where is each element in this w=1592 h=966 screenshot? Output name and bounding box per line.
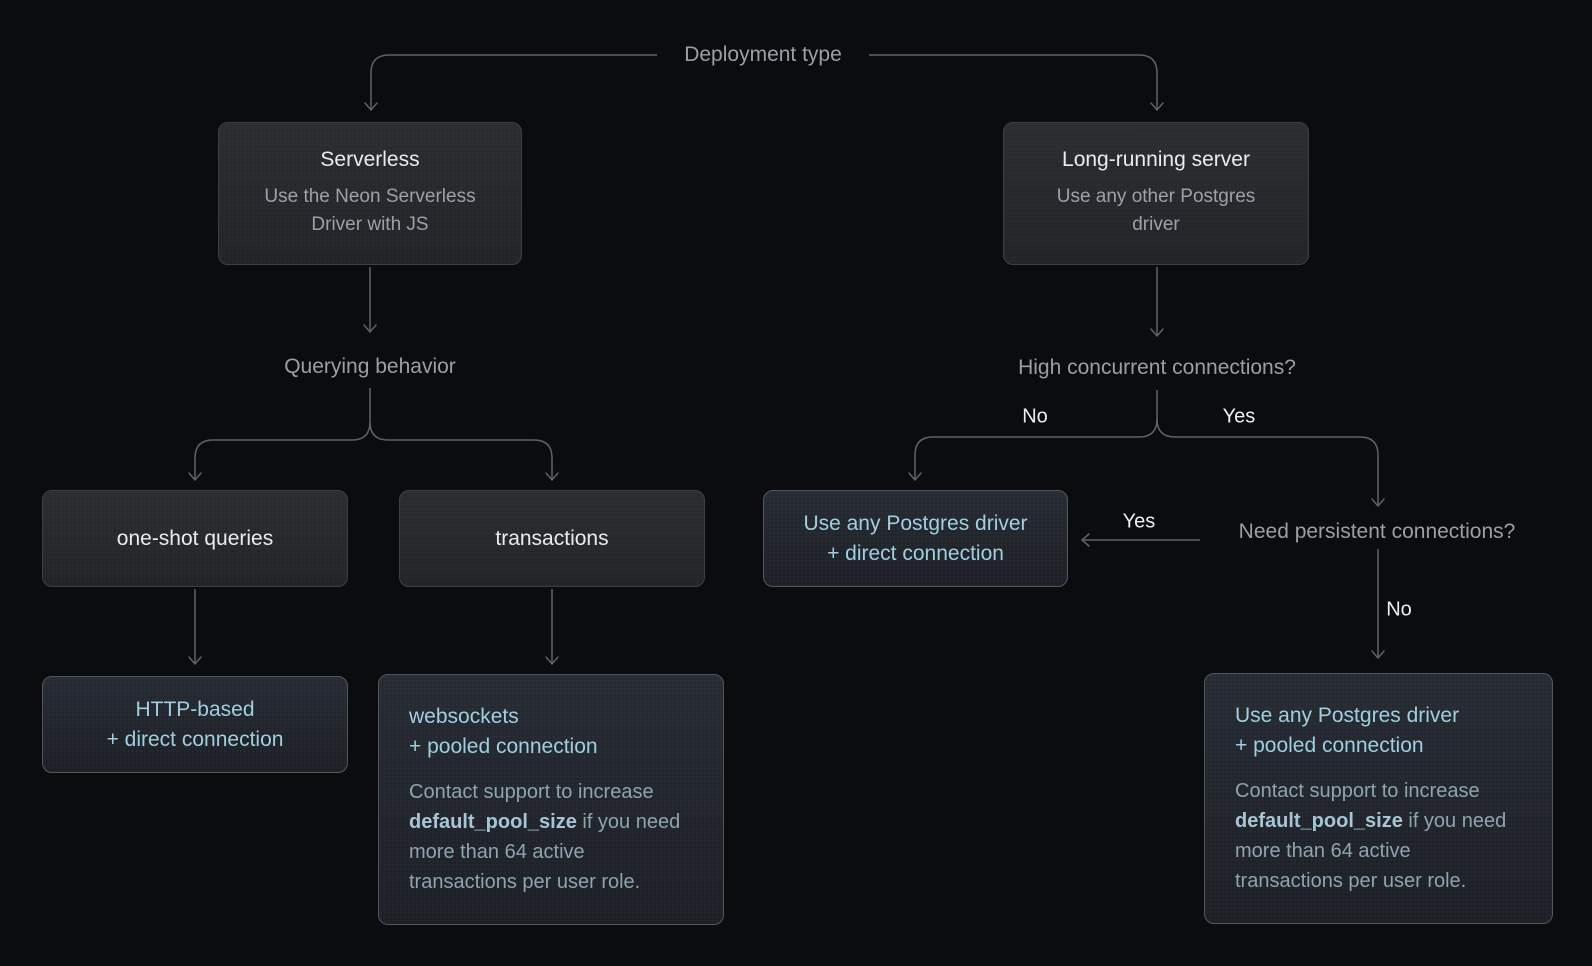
- root-label: Deployment type: [684, 43, 842, 66]
- edge-label-yes-persistent: Yes: [1122, 510, 1156, 533]
- node-any-driver-pooled-line1: Use any Postgres driver: [1235, 704, 1460, 727]
- edge-root-to-longrunning: [869, 54, 1164, 112]
- note-text-pre: Contact support to increase: [409, 781, 654, 803]
- note-text-post: if you need more than 64 active transact…: [409, 811, 681, 893]
- node-websockets-line2: + pooled connection: [409, 735, 598, 758]
- querying-behavior-label: Querying behavior: [284, 355, 456, 378]
- note-text-default-pool-size: default_pool_size: [1235, 810, 1403, 832]
- note-text-post: if you need more than 64 active transact…: [1235, 810, 1507, 892]
- node-serverless-title: Serverless: [320, 148, 420, 171]
- node-long-running-server: Long-running server Use any other Postgr…: [1003, 122, 1309, 265]
- node-one-shot-queries: one-shot queries: [42, 490, 348, 587]
- node-one-shot-title: one-shot queries: [116, 526, 274, 550]
- node-serverless-subtitle: Use the Neon Serverless Driver with JS: [264, 186, 476, 235]
- node-any-driver-pooled: Use any Postgres driver + pooled connect…: [1204, 673, 1553, 924]
- need-persistent-label: Need persistent connections?: [1238, 520, 1516, 543]
- node-websockets-pooled: websockets + pooled connection Contact s…: [378, 674, 724, 925]
- node-serverless: Serverless Use the Neon Serverless Drive…: [218, 122, 522, 265]
- node-transactions: transactions: [399, 490, 705, 587]
- node-websockets-note: Contact support to increase default_pool…: [409, 777, 693, 897]
- note-text-pre: Contact support to increase: [1235, 780, 1480, 802]
- high-concurrent-label: High concurrent connections?: [1018, 356, 1296, 379]
- node-http-direct-line1: HTTP-based: [135, 697, 255, 721]
- edge-concurrent-no-to-direct: [908, 390, 1158, 482]
- node-any-driver-direct-line1: Use any Postgres driver: [803, 511, 1028, 535]
- node-websockets-line1: websockets: [409, 705, 519, 728]
- node-any-driver-pooled-line2: + pooled connection: [1235, 734, 1424, 757]
- edge-querying-to-oneshot: [188, 388, 371, 482]
- edge-label-yes-concurrent: Yes: [1222, 405, 1256, 428]
- edge-label-no-concurrent: No: [1022, 405, 1048, 428]
- edge-root-to-serverless: [364, 54, 657, 112]
- edge-label-no-persistent: No: [1386, 598, 1412, 621]
- note-text-default-pool-size: default_pool_size: [409, 811, 577, 833]
- node-http-direct: HTTP-based + direct connection: [42, 676, 348, 773]
- node-long-running-title: Long-running server: [1062, 148, 1250, 171]
- node-long-running-subtitle: Use any other Postgres driver: [1056, 186, 1256, 235]
- node-transactions-title: transactions: [495, 526, 609, 550]
- node-any-driver-direct: Use any Postgres driver + direct connect…: [763, 490, 1068, 587]
- edge-concurrent-yes-to-persistent: [1156, 418, 1385, 508]
- node-any-driver-direct-line2: + direct connection: [827, 541, 1004, 565]
- edge-querying-to-transactions: [369, 421, 559, 482]
- node-http-direct-line2: + direct connection: [106, 727, 284, 751]
- node-any-driver-pooled-note: Contact support to increase default_pool…: [1235, 776, 1522, 896]
